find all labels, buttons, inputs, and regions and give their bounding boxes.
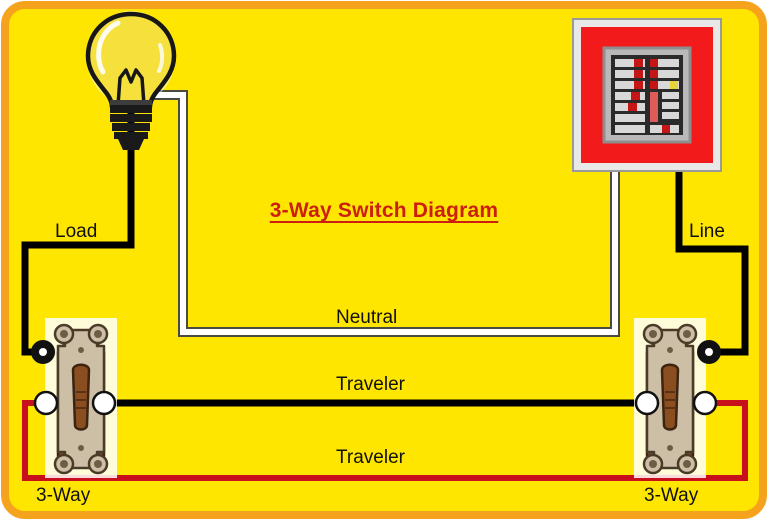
- label-line: Line: [689, 221, 725, 242]
- switch-left-traveler-terminal-black: [91, 390, 117, 416]
- page-title: 3-Way Switch Diagram: [269, 199, 499, 222]
- neutral-wire: [145, 90, 620, 337]
- three-way-switch-right[interactable]: [634, 318, 721, 478]
- label-traveler-upper: Traveler: [336, 374, 405, 395]
- label-switch-right: 3-Way: [644, 485, 699, 506]
- three-way-switch-left[interactable]: [31, 318, 117, 478]
- switch-right-traveler-terminal-black: [634, 390, 660, 416]
- label-traveler-lower: Traveler: [336, 447, 405, 468]
- breaker-panel: [572, 18, 722, 172]
- breaker-bank-left: [615, 59, 645, 133]
- breaker-bank-right: [650, 59, 679, 133]
- switch-right-traveler-terminal-red: [692, 390, 718, 416]
- label-switch-left: 3-Way: [36, 485, 91, 506]
- line-wire: [675, 168, 749, 356]
- label-neutral: Neutral: [336, 307, 398, 328]
- light-bulb: [85, 11, 177, 150]
- traveler-wire-red: [22, 400, 748, 481]
- label-load: Load: [55, 221, 98, 242]
- switch-left-traveler-terminal-red: [33, 390, 59, 416]
